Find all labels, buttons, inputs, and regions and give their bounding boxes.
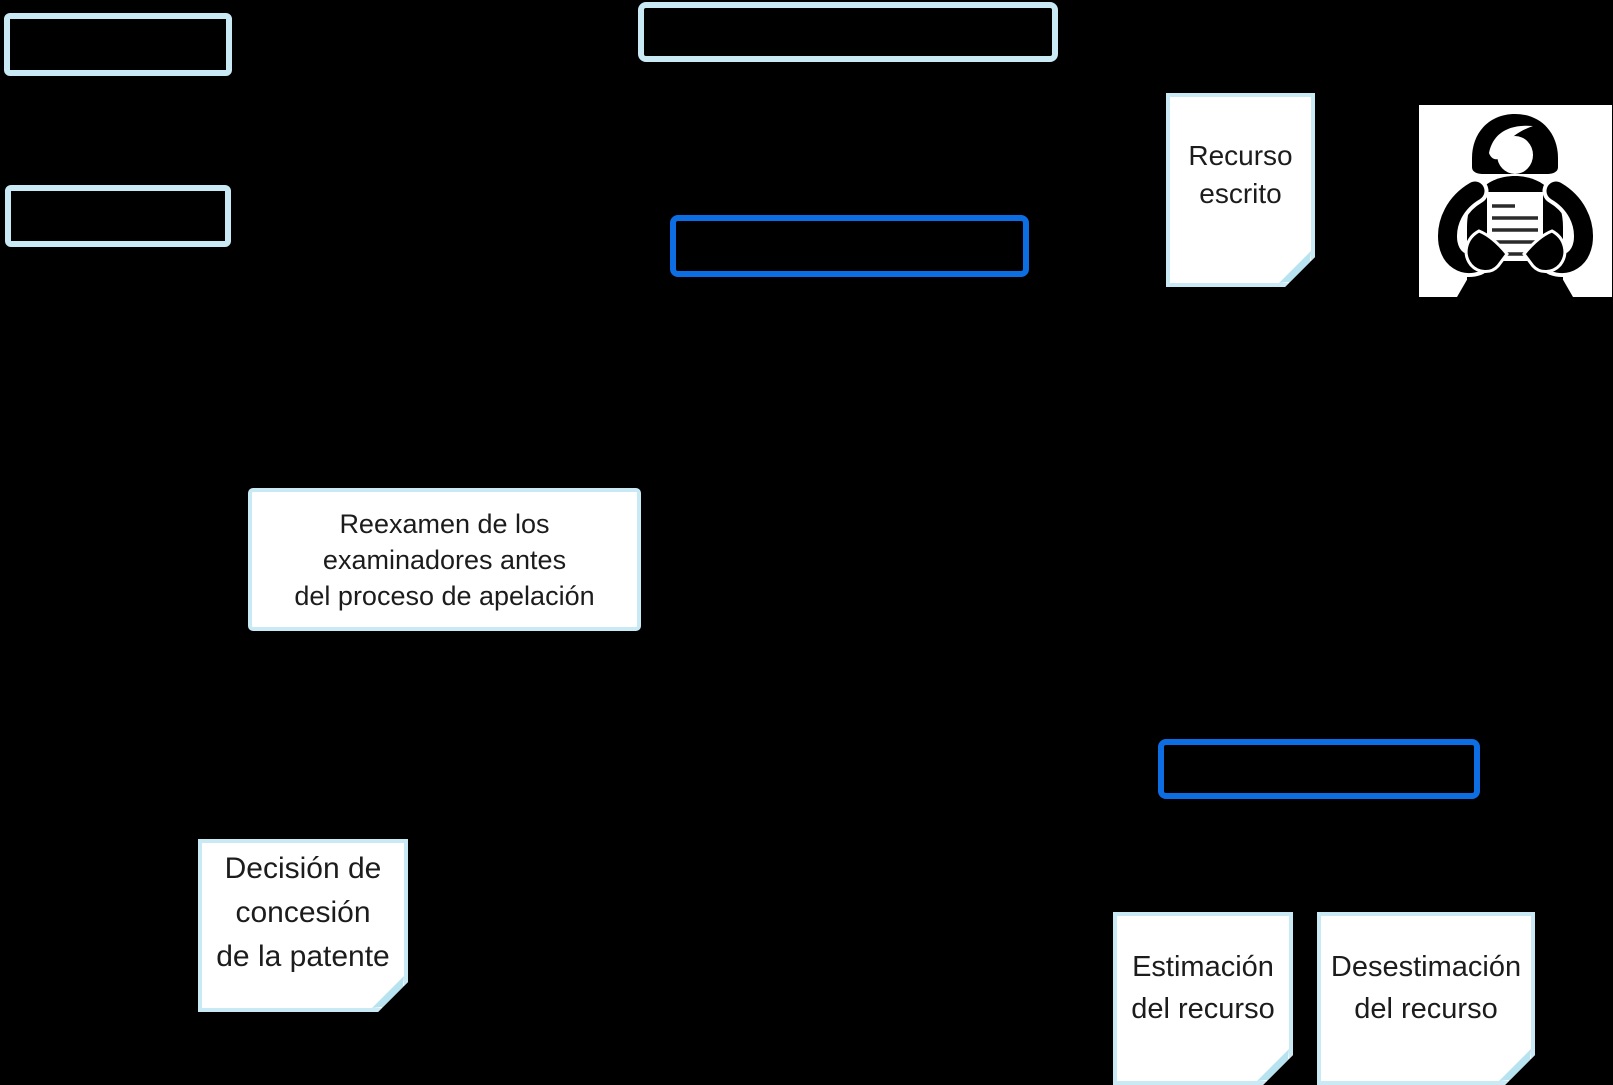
note-recurso-escrito: Recurso escrito (1166, 93, 1315, 287)
reexamen-box: Reexamen de los examinadores antes del p… (248, 488, 641, 631)
stage-box-top-center (638, 2, 1058, 62)
note-line: Estimación (1132, 950, 1274, 983)
stage-box-top-left-1 (4, 13, 232, 76)
note-fold (372, 976, 404, 1008)
reexamen-line: Reexamen de los (339, 508, 550, 539)
note-decision-concesion: Decisión de concesión de la patente (198, 839, 408, 1012)
note-fold (1279, 251, 1311, 283)
stage-box-center-blue (670, 215, 1029, 277)
stage-box-top-left-2 (5, 185, 231, 247)
person-holding-document-icon (1419, 105, 1612, 297)
note-fold (1257, 1049, 1289, 1081)
applicant-figure (1419, 105, 1612, 297)
note-line: del recurso (1354, 992, 1498, 1025)
note-line: escrito (1199, 178, 1282, 209)
note-fold (1499, 1049, 1531, 1081)
note-desestimacion: Desestimación del recurso (1317, 912, 1535, 1085)
note-line: del recurso (1131, 992, 1275, 1025)
reexamen-line: examinadores antes (322, 544, 567, 575)
note-estimacion: Estimación del recurso (1113, 912, 1293, 1085)
note-line: Recurso (1188, 140, 1293, 171)
note-line: concesión (235, 895, 371, 929)
reexamen-line: del proceso de apelación (294, 580, 595, 611)
note-line: Decisión de (224, 851, 382, 885)
note-line: Desestimación (1330, 950, 1522, 983)
note-line: de la patente (216, 939, 390, 973)
stage-box-lower-blue (1158, 739, 1480, 799)
